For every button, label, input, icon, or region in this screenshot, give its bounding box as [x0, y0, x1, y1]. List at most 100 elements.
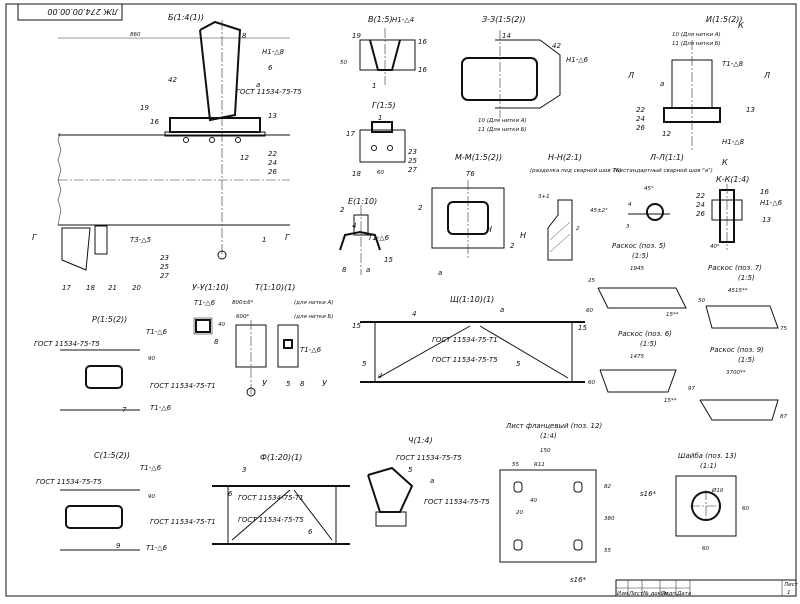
drawing-label: ГОСТ 11534-75-Т5 [432, 356, 498, 364]
drawing-label: 7 [122, 406, 127, 414]
drawing-label: a [430, 477, 434, 485]
drawing-label: 27 [160, 272, 169, 280]
drawing-label: 2 [576, 226, 580, 232]
drawing-label: (для нитки А) [294, 300, 333, 306]
view-g: Г(1:5) 1 17 18 23 25 27 60 [346, 101, 417, 178]
drawing-label: Н1-△6 [760, 199, 783, 207]
view-b: Б(1:4(1)) 860 8 Н1-△8 6 42 a ГОСТ 11534-… [32, 13, 302, 292]
washer: Шайба (поз. 13) (1:1) Ø10 60 60 s16* [640, 452, 749, 552]
drawing-label: (для нитки Б) [294, 314, 333, 320]
drawing-label: Л [627, 71, 634, 80]
drawing-label: 10 (Для нитки А) [672, 32, 721, 38]
stamp-box [17, 3, 123, 21]
drawing-label: 45° [644, 186, 654, 192]
drawing-label: 13 [268, 112, 277, 120]
drawing-label: 90 [148, 356, 155, 362]
drawing-label: a [500, 306, 504, 314]
drawing-label: R11 [534, 462, 545, 468]
drawing-label: 600* [236, 314, 249, 320]
view-z3-title: З-З(1:5(2)) [482, 15, 526, 24]
drawing-label: 55 [512, 462, 519, 468]
view-l-title: Л-Л(1:1) [649, 153, 684, 162]
drawing-label: 16 [150, 118, 159, 126]
drawing-label: 3700** [726, 370, 746, 376]
drawing-label: 1 [787, 590, 791, 596]
drawing-label: 17 [346, 130, 355, 138]
view-n: Н-Н(2:1) (разделка под сварной шов Т6) 3… [530, 153, 621, 261]
drawing-label: 5 [408, 466, 413, 474]
drawing-label: Раскос (поз. 6) [618, 330, 672, 338]
drawing-label: Шайба (поз. 13) [678, 452, 737, 460]
drawing-label: ГОСТ 11534-75-Т1 [150, 382, 216, 390]
drawing-label: 23 [408, 148, 417, 156]
view-k-title: К-К(1:4) [716, 175, 749, 184]
drawing-label: (разделка под сварной шов Т6) [530, 168, 621, 174]
drawing-label: 26 [636, 124, 645, 132]
brace-6: Раскос (поз. 6) (1:5) 1475 60 15** [588, 330, 677, 404]
flange-plate: Лист фланцевый (поз. 12) (1:4) 150 55 R1… [499, 422, 615, 584]
view-g-title: Г(1:5) [372, 101, 396, 110]
drawing-label: 25 [588, 278, 595, 284]
view-v-title: В(1:5) [368, 15, 393, 24]
drawing-label: Подп. [661, 591, 678, 597]
drawing-label: 5 [286, 380, 291, 388]
view-u: У-У(1:10) Т1-△6 8 40 [192, 283, 229, 346]
drawing-label: 15 [352, 322, 361, 330]
drawing-label: 24 [636, 115, 645, 123]
view-m-title: М-М(1:5(2)) [455, 153, 502, 162]
drawing-label: 26 [696, 210, 705, 218]
view-b-weld: Н1-△8 [262, 48, 285, 56]
view-r-title: Р(1:5(2)) [92, 315, 127, 324]
drawing-label: 40 [530, 498, 537, 504]
drawing-label: Г [285, 233, 290, 242]
drawing-label: Н1-△8 [722, 138, 745, 146]
drawing-label: 60 [586, 308, 593, 314]
drawing-label: ГОСТ 11534-75-Т5 [36, 478, 102, 486]
drawing-label: Изм. [617, 591, 630, 597]
view-z3: З-З(1:5(2)) 14 42 Н1-△6 10 (Для нитки А)… [461, 15, 589, 133]
drawing-label: ГОСТ 11534-75-Т1 [432, 336, 498, 344]
view-k: К-К(1:4) 22 24 26 16 Н1-△6 13 40° [696, 175, 783, 250]
drawing-label: 18 [352, 170, 361, 178]
view-s: С(1:5(2)) Т1-△6 ГОСТ 11534-75-Т5 ГОСТ 11… [36, 451, 216, 552]
drawing-label: Т1-△6 [300, 346, 322, 354]
drawing-label: 3 [242, 466, 246, 474]
drawing-label: s16* [570, 576, 587, 584]
drawing-label: 4 [352, 222, 356, 230]
drawing-label: Т1-△6 [150, 404, 172, 412]
drawing-label: 20 [132, 284, 141, 292]
drawing-label: 60 [702, 546, 709, 552]
drawing-label: 6 [268, 64, 273, 72]
drawing-label: 10 (Для нитки А) [478, 118, 527, 124]
drawing-label: 15 [384, 256, 393, 264]
drawing-label: 1 [378, 114, 382, 122]
view-m: М-М(1:5(2)) Т6 2 2 a Н Н [418, 153, 526, 277]
drawing-label: 22 [636, 106, 645, 114]
drawing-label: 21 [108, 284, 117, 292]
view-l: Л-Л(1:1) (нестандартный сварной шов "а")… [614, 153, 713, 230]
drawing-label: 40° [710, 244, 720, 250]
drawing-label: Лист [628, 591, 644, 597]
drawing-label: № докум. [642, 591, 670, 597]
drawing-label: 2 [418, 204, 423, 212]
drawing-label: 75 [780, 326, 787, 332]
drawing-label: 97 [688, 386, 695, 392]
view-b-weld2: Т3-△5 [130, 236, 152, 244]
drawing-label: Г [32, 233, 37, 242]
drawing-label: 60 [742, 506, 749, 512]
drawing-label: Т1-△6 [194, 299, 216, 307]
drawing-label: Т1-△6 [146, 328, 168, 336]
drawing-label: 23 [160, 254, 169, 262]
view-f: Ф(1:20)(1) 3 ГОСТ 11534-75-Т1 ГОСТ 11534… [212, 453, 350, 545]
drawing-label: a [366, 266, 370, 274]
drawing-label: Т1-△6 [140, 464, 162, 472]
drawing-label: 87 [780, 414, 787, 420]
drawing-label: 25 [408, 157, 417, 165]
drawing-label: 12 [662, 130, 671, 138]
drawing-label: 380 [604, 516, 615, 522]
view-b-gost: ГОСТ 11534-75-Т5 [236, 88, 302, 96]
drawing-label: Раскос (поз. 7) [708, 264, 762, 272]
drawing-label: 15** [666, 312, 679, 318]
